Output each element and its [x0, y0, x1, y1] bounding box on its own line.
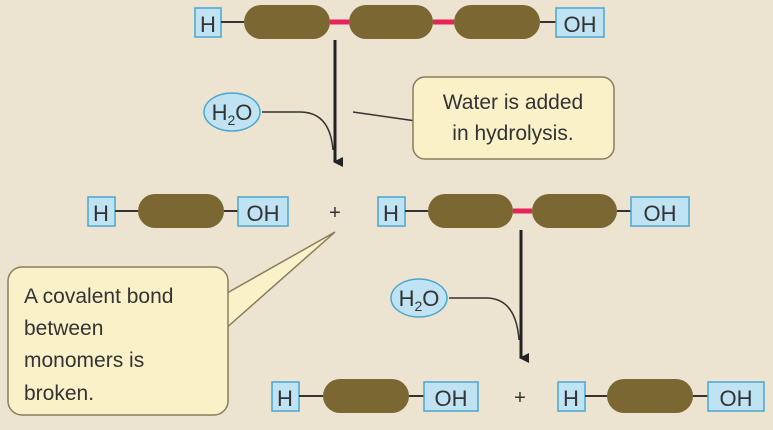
plus-sign: + — [514, 387, 526, 409]
water-entry-line — [449, 297, 520, 341]
h-group-label: H — [563, 386, 579, 411]
trimer-chain: H OH — [194, 5, 605, 39]
oh-group-box — [237, 196, 289, 227]
oh-group-box — [630, 196, 690, 227]
h-group-label: H — [200, 12, 216, 37]
oh-group-label: OH — [247, 201, 280, 226]
h-group-label: H — [93, 201, 109, 226]
h-group-box — [194, 7, 222, 38]
monomer — [323, 379, 409, 413]
h-group-label: H — [383, 201, 399, 226]
callout-text-line: broken. — [24, 382, 94, 405]
oh-group-label: OH — [435, 386, 468, 411]
water-molecule: H2O — [390, 278, 448, 318]
callout-text-line: A covalent bond — [24, 285, 173, 308]
water-entry-line — [262, 111, 334, 151]
callout-pointer — [219, 231, 336, 332]
water-ellipse — [390, 278, 448, 318]
monomer — [349, 5, 433, 39]
callout-pointer — [352, 111, 417, 122]
oh-group-box — [555, 7, 605, 38]
water-ellipse — [203, 92, 261, 132]
callout-box — [7, 266, 229, 416]
callout-text-line: monomers is — [24, 349, 144, 372]
oh-group-label: OH — [720, 386, 753, 411]
monomer — [607, 379, 693, 413]
water-formula: H2O — [212, 100, 253, 128]
callout-text-line: between — [24, 317, 103, 340]
monomer — [532, 194, 617, 228]
product-monomer: H OH — [271, 379, 479, 413]
plus-sign: + — [329, 202, 341, 224]
free-monomer: H OH — [87, 194, 289, 228]
h-group-box — [87, 196, 116, 227]
callout-text-line: in hydrolysis. — [452, 122, 573, 145]
monomer — [454, 5, 540, 39]
h-group-box — [557, 381, 586, 412]
monomer — [428, 194, 513, 228]
h-group-label: H — [277, 386, 293, 411]
water-formula: H2O — [399, 286, 440, 314]
oh-group-label: OH — [644, 201, 677, 226]
oh-group-box — [423, 381, 479, 412]
callout-text-line: Water is added — [443, 91, 583, 114]
callout-bond-broken: A covalent bond between monomers is brok… — [7, 231, 336, 416]
product-monomer: H OH — [557, 379, 765, 413]
h-group-box — [377, 196, 406, 227]
monomer — [138, 194, 224, 228]
monomer — [244, 5, 330, 39]
dimer-chain: H OH — [377, 194, 690, 228]
callout-water-added: Water is added in hydrolysis. — [352, 76, 615, 160]
oh-group-box — [707, 381, 765, 412]
callout-box — [412, 76, 615, 160]
water-molecule: H2O — [203, 92, 261, 132]
oh-group-label: OH — [564, 12, 597, 37]
